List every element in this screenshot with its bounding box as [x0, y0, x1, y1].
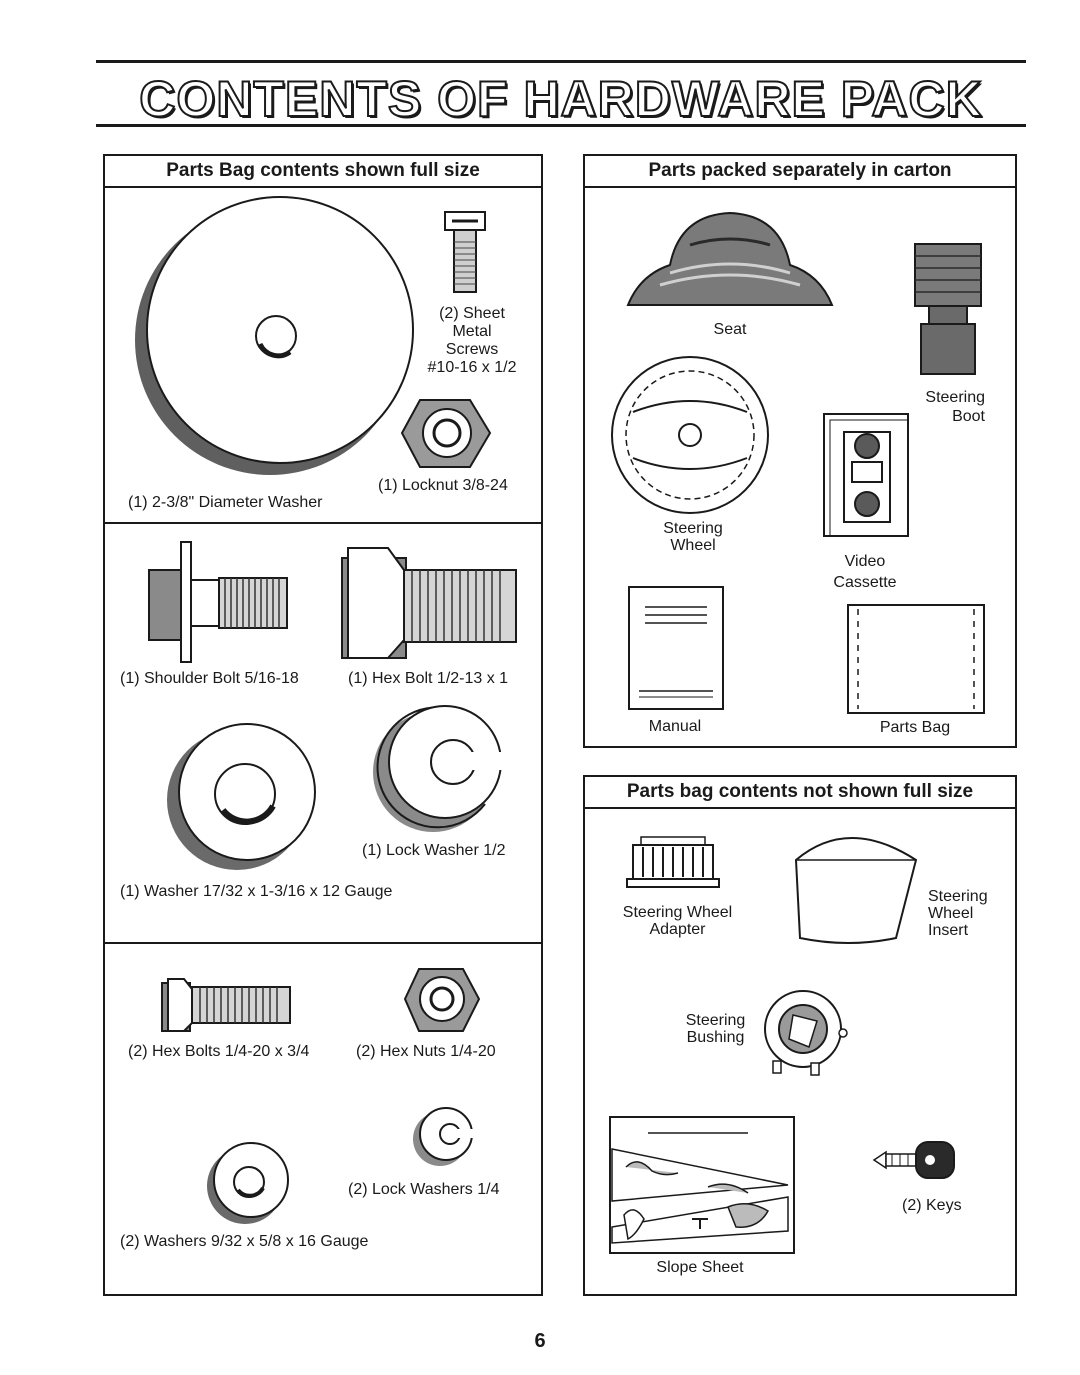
panel-heading: Parts packed separately in carton: [585, 156, 1015, 188]
steering-wheel-adapter-label: Steering Wheel Adapter: [622, 904, 733, 938]
keys-icon: [872, 1141, 955, 1179]
manual-icon: [628, 586, 724, 710]
parts-bag-icon: [847, 604, 985, 714]
steering-boot-icon: [914, 243, 982, 375]
seat-icon: [626, 211, 834, 306]
section-divider: [105, 942, 541, 944]
keys-label: (2) Keys: [902, 1197, 962, 1214]
page-number: 6: [534, 1330, 546, 1352]
video-cassette-label: Video Cassette: [833, 553, 897, 591]
large-washer-icon: [135, 196, 414, 475]
steering-wheel-icon: [611, 356, 769, 514]
steering-wheel-adapter-icon: [626, 836, 720, 888]
top-rule: [96, 60, 1026, 63]
hex-bolts-label: (2) Hex Bolts 1/4-20 x 3/4: [128, 1043, 310, 1060]
steering-wheel-insert-icon: [794, 837, 918, 944]
shoulder-bolt-label: (1) Shoulder Bolt 5/16-18: [120, 670, 299, 687]
lock-washers-label: (2) Lock Washers 1/4: [348, 1181, 500, 1198]
sheet-metal-screw-icon: [444, 211, 486, 293]
hex-bolt-icon: [341, 547, 517, 659]
steering-wheel-label: Steering Wheel: [663, 520, 723, 554]
small-hex-nut-icon: [403, 968, 481, 1032]
slope-sheet-icon: [609, 1116, 795, 1254]
title-underline: [96, 124, 1026, 127]
steering-wheel-insert-label: Steering Wheel Insert: [928, 888, 988, 939]
small-washer-icon: [207, 1142, 289, 1224]
steering-boot-label: Steering Boot: [925, 389, 985, 425]
parts-bag-full-size-panel: Parts Bag contents shown full size: [103, 154, 543, 1296]
lock-washer-label: (1) Lock Washer 1/2: [362, 842, 506, 859]
lock-washer-icon: [373, 705, 507, 832]
sheet-metal-screws-label: (2) Sheet Metal Screws #10-16 x 1/2: [427, 305, 517, 376]
steering-bushing-icon: [764, 990, 848, 1076]
panel-heading: Parts Bag contents shown full size: [105, 156, 541, 188]
seat-label: Seat: [713, 321, 747, 338]
locknut-icon: [400, 399, 492, 468]
manual-label: Manual: [648, 718, 702, 735]
washer-icon: [167, 723, 316, 870]
hex-bolt-label: (1) Hex Bolt 1/2-13 x 1: [348, 670, 509, 687]
section-divider: [105, 522, 541, 524]
page-title: CONTENTS OF HARDWARE PACK: [138, 70, 983, 128]
hex-nuts-label: (2) Hex Nuts 1/4-20: [356, 1043, 496, 1060]
locknut-label: (1) Locknut 3/8-24: [378, 477, 508, 494]
large-washer-label: (1) 2-3/8" Diameter Washer: [128, 494, 323, 511]
carton-parts-panel: Parts packed separately in carton: [583, 154, 1017, 748]
washer-label: (1) Washer 17/32 x 1-3/16 x 12 Gauge: [120, 883, 393, 900]
washers-label: (2) Washers 9/32 x 5/8 x 16 Gauge: [120, 1233, 369, 1250]
slope-sheet-label: Slope Sheet: [656, 1259, 744, 1276]
shoulder-bolt-icon: [148, 541, 288, 663]
parts-bag-label: Parts Bag: [879, 719, 951, 736]
not-full-size-panel: Parts bag contents not shown full size: [583, 775, 1017, 1296]
small-hex-bolt-icon: [161, 978, 291, 1032]
panel-heading: Parts bag contents not shown full size: [585, 777, 1015, 809]
small-lock-washer-icon: [413, 1107, 476, 1166]
steering-bushing-label: Steering Bushing: [685, 1012, 746, 1046]
video-cassette-icon: [823, 413, 909, 537]
